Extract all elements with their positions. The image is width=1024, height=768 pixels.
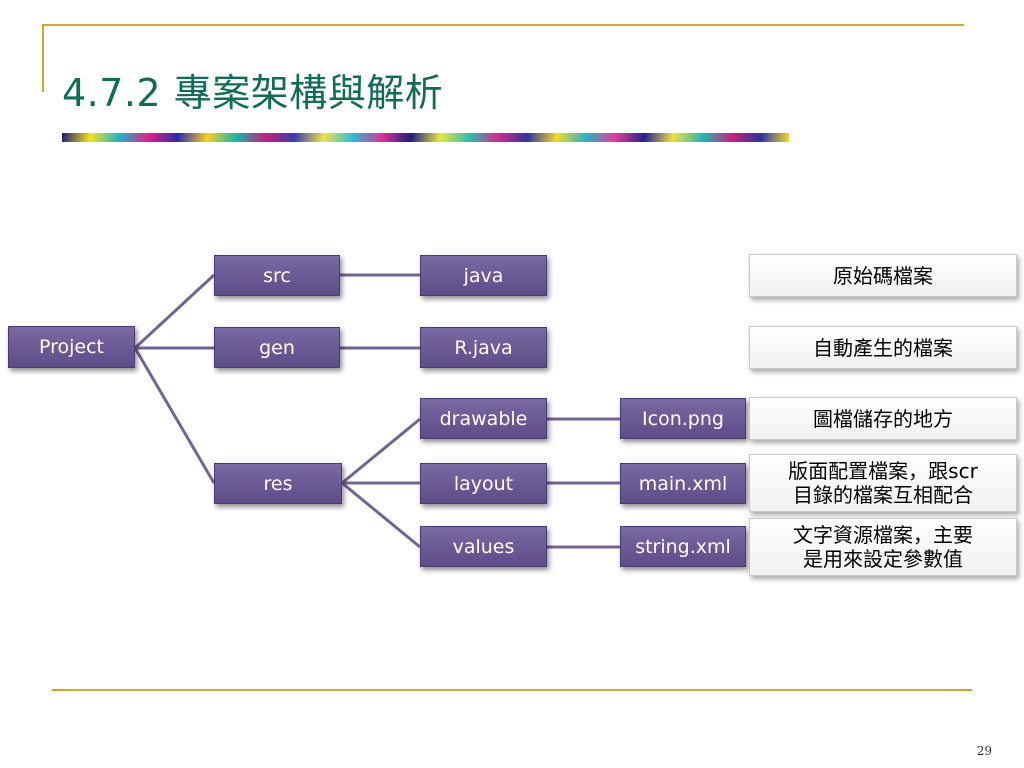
node-res: res	[214, 463, 342, 504]
footer-line	[52, 689, 972, 691]
desc-layout-files: 版面配置檔案，跟scr 目錄的檔案互相配合	[749, 454, 1017, 512]
node-string-xml: string.xml	[620, 526, 746, 567]
node-java: java	[420, 255, 547, 296]
desc-image-text: 圖檔儲存的地方	[813, 406, 953, 431]
desc-values-files: 文字資源檔案，主要 是用來設定參數值	[749, 518, 1017, 576]
connector-res-drawable	[341, 417, 421, 485]
desc-generated-files: 自動產生的檔案	[749, 326, 1017, 369]
node-rjava: R.java	[420, 327, 547, 368]
node-src: src	[214, 255, 340, 296]
desc-image-storage: 圖檔儲存的地方	[749, 397, 1017, 440]
connector-project-src	[133, 273, 216, 350]
frame-top-line	[42, 24, 964, 26]
desc-values-line2: 是用來設定參數值	[803, 547, 963, 571]
frame-left-line	[42, 24, 44, 92]
connector-project-res	[133, 347, 216, 484]
desc-layout-line1: 版面配置檔案，跟scr	[788, 459, 978, 483]
node-icon-png: Icon.png	[620, 398, 746, 439]
page-number: 29	[976, 744, 992, 758]
node-gen: gen	[214, 327, 340, 368]
title-decoration-stripe	[62, 133, 789, 142]
node-main-xml: main.xml	[620, 463, 746, 504]
desc-generated-text: 自動產生的檔案	[813, 335, 953, 360]
slide-title: 4.7.2 專案架構與解析	[62, 71, 444, 115]
node-layout: layout	[420, 463, 547, 504]
desc-source-text: 原始碼檔案	[833, 263, 933, 288]
node-project: Project	[8, 326, 135, 368]
desc-values-line1: 文字資源檔案，主要	[793, 523, 973, 547]
node-values: values	[420, 526, 547, 567]
desc-layout-line2: 目錄的檔案互相配合	[793, 483, 973, 507]
connector-res-values	[341, 481, 421, 549]
node-drawable: drawable	[420, 398, 547, 439]
desc-source-files: 原始碼檔案	[749, 254, 1017, 297]
